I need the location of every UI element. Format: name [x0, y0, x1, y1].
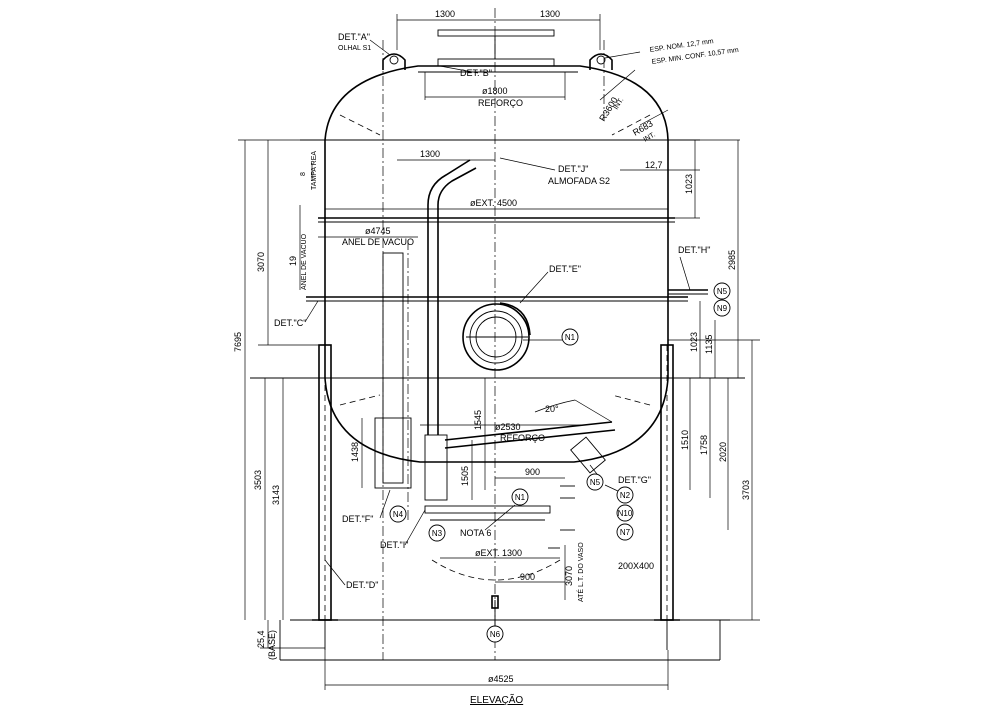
dim-reforco-1800: ø1800 — [482, 86, 508, 96]
dim-19: 19 — [288, 256, 298, 266]
right-nozzle — [668, 289, 708, 295]
dim-anel-vertical: ANEL DE VACUO — [301, 233, 308, 290]
dim-reforco-2530: ø2530 — [495, 422, 521, 432]
dim-200x400: 200X400 — [618, 561, 654, 571]
detail-i: DET."I" — [380, 540, 408, 550]
dim-1135: 1135 — [704, 335, 714, 354]
detail-a-sub: OLHAL S1 — [338, 45, 371, 52]
detail-f: DET."F" — [342, 514, 373, 524]
detail-g: DET."G" — [618, 475, 651, 485]
dim-inner-1300: 1300 — [420, 149, 440, 159]
dim-angle-20: 20° — [545, 404, 559, 414]
leader-lines — [304, 39, 691, 586]
dim-3070-left: 3070 — [256, 252, 266, 272]
dim-3703: 3703 — [741, 480, 751, 500]
svg-text:N7: N7 — [620, 528, 631, 537]
detail-h: DET."H" — [678, 245, 710, 255]
note-nota6: NOTA 6 — [460, 528, 491, 538]
detail-b: DET."B" — [460, 68, 492, 78]
dim-3143: 3143 — [271, 485, 281, 505]
dim-2985: 2985 — [727, 250, 737, 270]
dim-1758: 1758 — [699, 435, 709, 455]
dim-8: 8 — [300, 172, 307, 176]
nozzle-markers: N1 N1 N2 N3 N4 N5 N9 N5 N10 N7 N6 — [389, 282, 731, 643]
dim-anel-label: ANEL DE VACUO — [342, 237, 414, 247]
nozzle-n2: N2 — [616, 486, 634, 504]
nozzle-n1-manway: N1 — [561, 328, 579, 346]
dim-4525: ø4525 — [488, 674, 514, 684]
nozzle-n10: N10 — [616, 504, 634, 522]
dim-2020: 2020 — [718, 442, 728, 462]
svg-text:N10: N10 — [618, 509, 633, 518]
dimension-texts: 1300 1300 ø1800 REFORÇO 1300 øEXT. 4500 … — [233, 9, 751, 706]
dim-7695: 7695 — [233, 332, 243, 352]
dim-base: (BASE) — [267, 630, 277, 660]
dim-reforco-2530-label: REFORÇO — [500, 433, 545, 443]
nozzle-n4: N4 — [389, 505, 407, 523]
dim-r683-note: INT. — [643, 131, 657, 143]
detail-a: DET."A" — [338, 32, 370, 42]
nozzle-n7: N7 — [616, 523, 634, 541]
nozzle-n3: N3 — [428, 524, 446, 542]
dim-1545: 1545 — [473, 410, 483, 430]
svg-text:N9: N9 — [717, 304, 728, 313]
dim-top-right: 1300 — [540, 9, 560, 19]
dim-8-note: TAMPA REA — [311, 151, 318, 190]
lifting-lugs — [382, 53, 613, 70]
support-legs — [279, 344, 730, 661]
svg-text:N6: N6 — [490, 630, 501, 639]
nozzle-n5-sloped: N5 — [586, 473, 604, 491]
dim-3070-bottom-note: ATÉ L.T. DO VASO — [576, 542, 585, 602]
dim-900-b: 900 — [520, 572, 535, 582]
nozzle-n6: N6 — [486, 625, 504, 643]
dim-ext-1300: øEXT. 1300 — [475, 548, 522, 558]
svg-text:N5: N5 — [590, 478, 601, 487]
nozzle-n1-bottom: N1 — [511, 488, 529, 506]
dim-1510: 1510 — [680, 430, 690, 450]
vessel-shell — [250, 29, 745, 463]
dim-ext-4500: øEXT. 4500 — [470, 198, 517, 208]
nozzle-n5-side: N5 — [713, 282, 731, 300]
svg-text:N4: N4 — [393, 510, 404, 519]
detail-j-sub: ALMOFADA S2 — [548, 176, 610, 186]
detail-d: DET."D" — [346, 580, 378, 590]
svg-text:N2: N2 — [620, 491, 631, 500]
detail-c: DET."C" — [274, 318, 306, 328]
svg-text:N1: N1 — [565, 333, 576, 342]
dim-3070-bottom: 3070 — [564, 566, 574, 586]
dim-1023-mid: 1023 — [689, 332, 699, 352]
svg-text:N1: N1 — [515, 493, 526, 502]
dim-reforco-1800-label: REFORÇO — [478, 98, 523, 108]
dim-3503: 3503 — [253, 470, 263, 490]
manway — [462, 302, 531, 371]
dim-12-7: 12,7 — [645, 160, 663, 170]
nozzle-n9: N9 — [713, 299, 731, 317]
svg-text:N3: N3 — [432, 529, 443, 538]
dim-25-4: 25,4 — [256, 630, 266, 648]
detail-e: DET."E" — [549, 264, 581, 274]
svg-text:N5: N5 — [717, 287, 728, 296]
dim-1505: 1505 — [460, 466, 470, 486]
dim-anel-4745: ø4745 — [365, 226, 391, 236]
detail-j: DET."J" — [558, 164, 588, 174]
drawing-title: ELEVAÇÃO — [470, 693, 523, 706]
dim-top-left: 1300 — [435, 9, 455, 19]
dim-900-a: 900 — [525, 467, 540, 477]
dimension-lines — [238, 14, 760, 690]
dim-1438: 1438 — [350, 442, 360, 462]
dim-1023-top: 1023 — [684, 174, 694, 194]
